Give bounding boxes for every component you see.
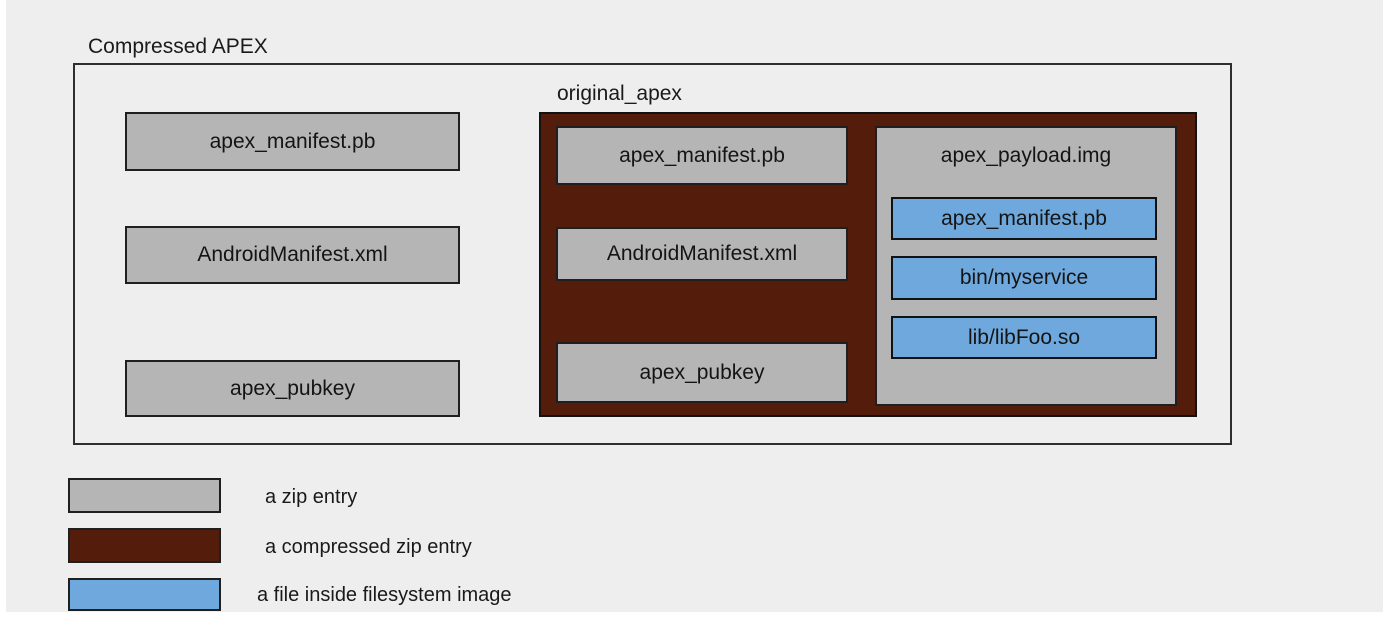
original-apex-box: apex_manifest.pb AndroidManifest.xml ape… xyxy=(539,112,1197,417)
legend-label-zip-entry: a zip entry xyxy=(265,486,358,508)
fs-file-lib-libfoo: lib/libFoo.so xyxy=(891,316,1157,359)
legend-swatch-filesystem-file xyxy=(68,578,221,611)
original-apex-label: original_apex xyxy=(557,82,682,105)
compressed-apex-label: Compressed APEX xyxy=(88,35,268,58)
compressed-apex-box xyxy=(73,63,1232,445)
fs-file-apex-manifest: apex_manifest.pb xyxy=(891,197,1157,240)
zip-entry-label: apex_manifest.pb xyxy=(209,129,376,153)
zip-entry-label: AndroidManifest.xml xyxy=(197,243,388,266)
inner-zip-entry-apex-pubkey: apex_pubkey xyxy=(556,342,848,403)
apex-payload-box: apex_payload.img apex_manifest.pb bin/my… xyxy=(875,126,1177,406)
inner-zip-entry-android-manifest: AndroidManifest.xml xyxy=(556,227,848,281)
fs-file-label: bin/myservice xyxy=(959,266,1089,289)
zip-entry-label: AndroidManifest.xml xyxy=(606,242,798,265)
zip-entry-label: apex_pubkey xyxy=(230,376,355,400)
fs-file-label: apex_manifest.pb xyxy=(941,206,1107,230)
zip-entry-android-manifest: AndroidManifest.xml xyxy=(125,226,460,284)
legend-label-compressed-zip-entry: a compressed zip entry xyxy=(265,536,472,558)
zip-entry-apex-pubkey: apex_pubkey xyxy=(125,360,460,417)
zip-entry-apex-manifest: apex_manifest.pb xyxy=(125,112,460,171)
apex-payload-label: apex_payload.img xyxy=(940,144,1112,167)
zip-entry-label: apex_pubkey xyxy=(639,360,765,384)
zip-entry-label: apex_manifest.pb xyxy=(619,143,785,167)
inner-zip-entry-apex-manifest: apex_manifest.pb xyxy=(556,126,848,185)
legend-label-filesystem-file: a file inside filesystem image xyxy=(257,584,512,606)
fs-file-bin-myservice: bin/myservice xyxy=(891,256,1157,300)
fs-file-label: lib/libFoo.so xyxy=(967,325,1081,349)
legend-swatch-zip-entry xyxy=(68,478,221,513)
legend-swatch-compressed-zip-entry xyxy=(68,528,221,563)
